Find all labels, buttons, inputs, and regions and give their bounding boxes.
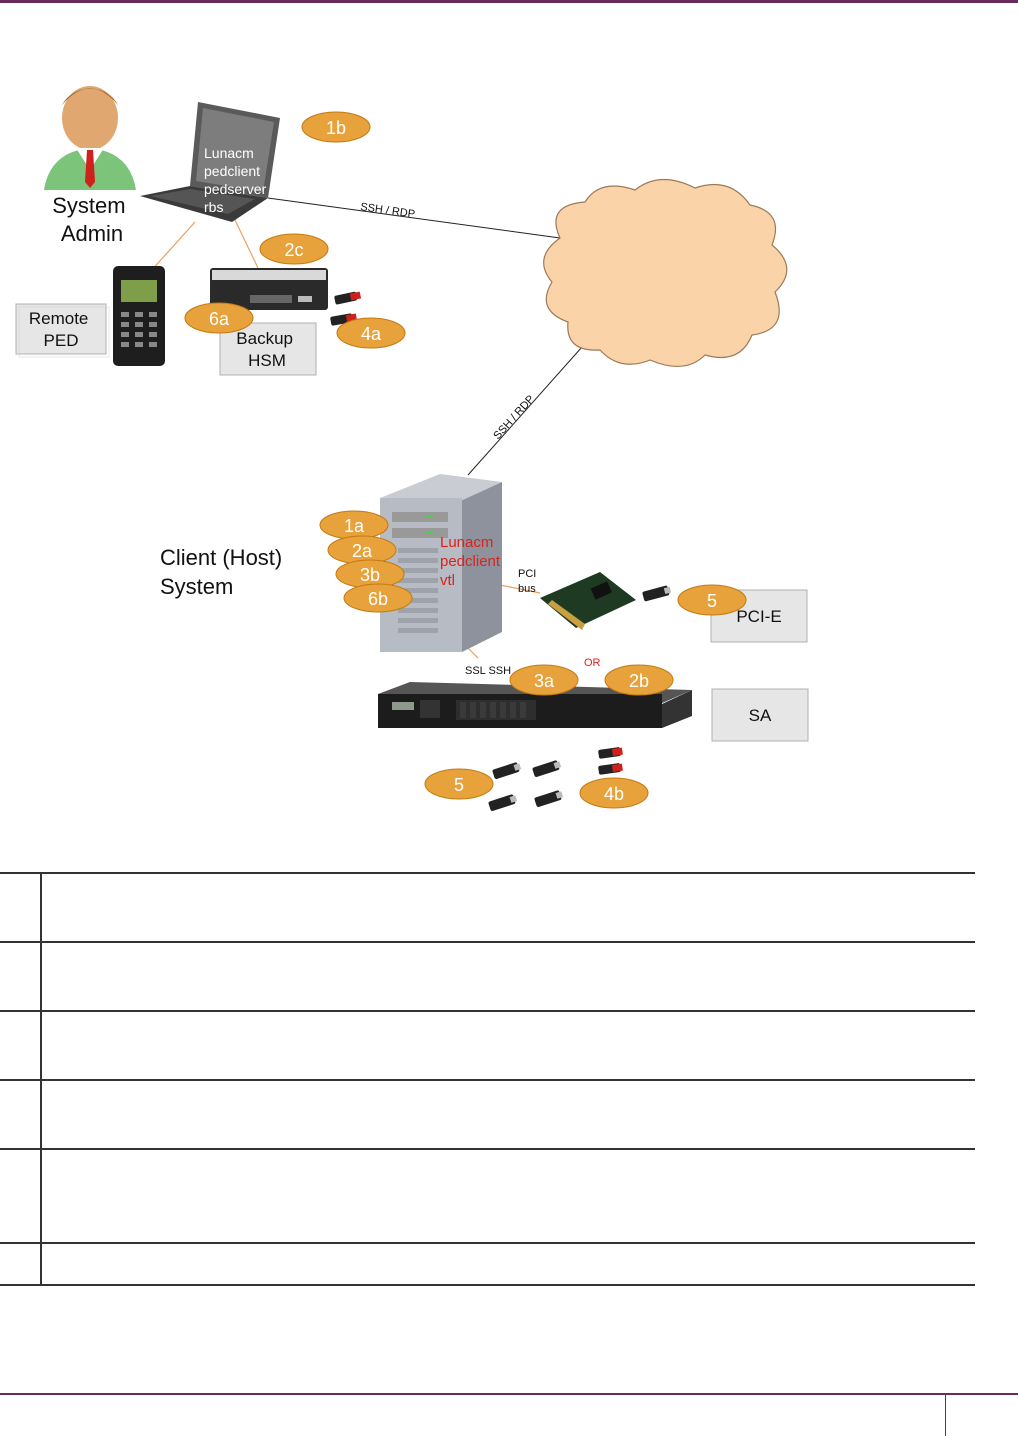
backup-hsm-label: Backup HSM xyxy=(236,329,297,370)
svg-text:2a: 2a xyxy=(352,541,373,561)
step-badge-1b: 1b xyxy=(301,111,371,143)
step-badge-6b: 6b xyxy=(343,583,413,613)
step-badge-2c: 2c xyxy=(259,233,329,265)
ssh-rdp-link-top xyxy=(267,197,561,239)
footer-page-divider xyxy=(945,1395,946,1436)
admin-person-icon xyxy=(44,86,136,190)
table-row xyxy=(0,1010,975,1081)
svg-text:1b: 1b xyxy=(326,118,346,138)
table-cell xyxy=(0,1148,42,1244)
laptop-software-list: Lunacm pedclient pedserver rbs vtl xyxy=(204,145,270,233)
svg-text:5: 5 xyxy=(707,591,717,611)
step-badge-2a: 2a xyxy=(327,535,397,565)
pcie-card-icon xyxy=(540,572,636,630)
table-cell xyxy=(0,941,42,1012)
or-label: OR xyxy=(584,657,601,669)
rackmount-appliance-icon xyxy=(378,682,692,728)
table-cell xyxy=(41,1079,975,1150)
architecture-diagram: System Admin Lunacm pedclient pedserver … xyxy=(15,86,809,811)
laptop-icon xyxy=(140,102,280,222)
steps-table xyxy=(0,872,975,1286)
usb-token-icon xyxy=(642,585,672,602)
step-badge-4a: 4a xyxy=(336,317,406,349)
client-host-label: Client (Host) System xyxy=(160,545,288,599)
table-cell xyxy=(0,1242,42,1286)
usb-token-icon xyxy=(488,794,518,811)
laptop-to-backup-link xyxy=(234,219,259,269)
table-cell xyxy=(0,1010,42,1081)
ssl-ssh-label: SSL SSH xyxy=(465,665,511,677)
sa-label: SA xyxy=(749,706,772,725)
tower-server-icon xyxy=(380,474,502,652)
step-badge-1a: 1a xyxy=(319,510,389,540)
table-cell xyxy=(0,872,42,943)
svg-text:3b: 3b xyxy=(360,565,380,585)
usb-token-icon xyxy=(598,747,623,759)
server-software-list: Lunacm pedclient vtl xyxy=(440,534,504,589)
svg-text:2c: 2c xyxy=(284,240,303,260)
backup-hsm-device-icon xyxy=(210,268,328,310)
remote-ped-label: Remote PED xyxy=(29,309,93,350)
remote-ped-label-box xyxy=(15,303,110,358)
ssh-rdp-label-top: SSH / RDP xyxy=(360,201,416,221)
step-badge-5-sa: 5 xyxy=(424,768,494,800)
usb-token-icon xyxy=(492,762,522,779)
svg-text:6b: 6b xyxy=(368,589,388,609)
table-row xyxy=(0,872,975,943)
usb-token-icon xyxy=(598,763,623,775)
step-badge-3b: 3b xyxy=(335,559,405,589)
table-row xyxy=(0,941,975,1012)
step-badge-2b: 2b xyxy=(604,664,674,696)
step-badge-6a: 6a xyxy=(184,302,254,334)
laptop-to-ped-link xyxy=(149,221,196,273)
pcie-label: PCI-E xyxy=(736,607,781,626)
table-row xyxy=(0,1079,975,1150)
step-badge-5-pci: 5 xyxy=(677,584,747,616)
sa-label-box xyxy=(711,688,809,742)
ssh-rdp-link-mid xyxy=(467,337,591,476)
table-cell xyxy=(41,1148,975,1244)
network-cloud-icon xyxy=(543,178,788,367)
table-cell xyxy=(41,1242,975,1286)
pci-bus-label: PCI bus xyxy=(518,568,539,595)
svg-text:1a: 1a xyxy=(344,516,365,536)
usb-token-icon xyxy=(334,291,362,305)
table-cell xyxy=(41,941,975,1012)
svg-text:6a: 6a xyxy=(209,309,230,329)
svg-text:2b: 2b xyxy=(629,671,649,691)
svg-text:4b: 4b xyxy=(604,784,624,804)
usb-token-icon xyxy=(534,790,564,807)
table-cell xyxy=(0,1079,42,1150)
footer-rule xyxy=(0,1393,1018,1395)
pci-bus-link xyxy=(499,584,541,594)
usb-token-icon xyxy=(532,760,562,777)
backup-hsm-label-box xyxy=(219,322,317,376)
header-rule xyxy=(0,0,1018,3)
svg-text:4a: 4a xyxy=(361,324,382,344)
remote-ped-device-icon xyxy=(113,266,165,366)
step-badge-4b: 4b xyxy=(579,777,649,809)
table-row xyxy=(0,1242,975,1286)
step-badge-3a: 3a xyxy=(509,664,579,696)
ssh-rdp-label-mid: SSH / RDP xyxy=(491,393,537,442)
table-row xyxy=(0,1148,975,1244)
svg-text:3a: 3a xyxy=(534,671,555,691)
table-cell xyxy=(41,872,975,943)
admin-label: System Admin xyxy=(52,193,131,246)
svg-text:5: 5 xyxy=(454,775,464,795)
table-cell xyxy=(41,1010,975,1081)
